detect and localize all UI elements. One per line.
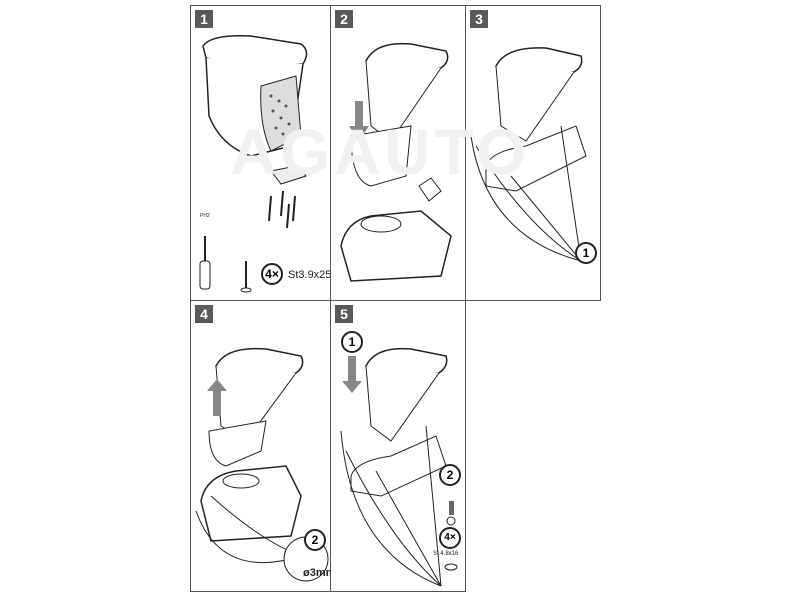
step-number: 5 (335, 305, 353, 323)
step-panel-2: 2 (330, 5, 466, 301)
step-callout-2: 2 (439, 464, 461, 486)
step-panel-1: 1 PH2 4× St3.9x25 (190, 5, 331, 301)
screw-spec: St3.9x25 (288, 269, 332, 281)
armrest-mount-illustration (340, 42, 452, 282)
screw-count-badge: 4× (439, 527, 461, 549)
screwdriver-label: PH2 (200, 213, 210, 219)
armrest-assembly-illustration (199, 34, 308, 293)
step-panel-3: 3 1 (465, 5, 601, 301)
screw-count-badge: 4× (261, 263, 283, 285)
step-panel-4: 4 2 ø3mm (190, 300, 335, 592)
drill-size-label: ø3mm (303, 567, 336, 579)
step-number: 4 (195, 305, 213, 323)
armrest-final-install-illustration (340, 347, 458, 587)
screw-spec: St 4.8x16 (433, 551, 459, 557)
step-panel-5: 5 1 2 4× St 4.8x16 (330, 300, 466, 592)
step-number: 1 (195, 10, 213, 28)
step-callout: 1 (575, 242, 597, 264)
armrest-fitting-illustration (470, 47, 587, 262)
step-number: 3 (470, 10, 488, 28)
step-number: 2 (335, 10, 353, 28)
step-callout: 2 (304, 529, 326, 551)
step-callout-1: 1 (341, 331, 363, 353)
